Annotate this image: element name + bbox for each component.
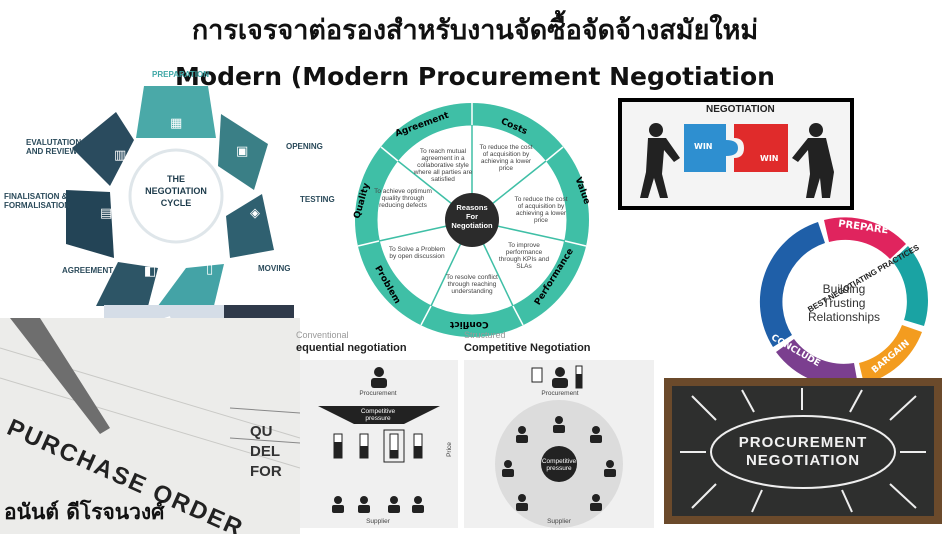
cycle-label-review: AND REVIEW [26, 147, 78, 156]
purchase-order-graphic [0, 318, 300, 534]
cycle-label-finalisation: FINALISATION & [4, 192, 68, 201]
sequential-pressure-2: pressure [365, 415, 391, 422]
cycle-step-testing-shape [226, 194, 274, 258]
cycle-step-agreement-shape [96, 262, 158, 314]
competitive-supplier-label: Supplier [547, 518, 571, 525]
cart-icon: ◈ [250, 206, 260, 221]
page-title-thai: การเจรจาต่อรองสำหรับงานจัดซื้อจัดจ้างสมั… [191, 15, 759, 46]
cycle-center-line2: NEGOTIATION [145, 186, 207, 196]
card-icon: ▤ [100, 206, 113, 221]
cycle-label-opening: OPENING [286, 142, 323, 151]
sequential-price-label: Price [445, 442, 453, 457]
reason-text-costs: To reduce the cost of acquisition by ach… [479, 144, 533, 172]
cycle-center-line3: CYCLE [160, 198, 192, 208]
chalkboard-line2: NEGOTIATION [745, 452, 861, 469]
page-title-english: Modern (Modern Procurement Negotiation [175, 62, 775, 91]
competitive-pre-label: Structured [464, 330, 506, 340]
best-practices-center-1: Building [822, 282, 866, 296]
best-negotiating-practices-diagram: BEST NEGOTIATING PRACTICES Building Trus… [740, 212, 946, 390]
cycle-step-finalisation-shape [66, 190, 114, 258]
cycle-label-testing: TESTING [300, 195, 335, 204]
author-name: อนันต์ ดีโรจนวงศ์ [4, 500, 165, 524]
reason-text-quality: To achieve optimum quality through reduc… [374, 188, 432, 209]
competitive-negotiation-panel: Structured Competitive Negotiation Procu… [464, 330, 654, 530]
cash-icon: ▣ [236, 144, 249, 159]
puzzle-negotiation-image: NEGOTIATION WIN WIN [618, 98, 854, 210]
reasons-wheel-graphic [355, 103, 589, 337]
sequential-pre-label: Conventional [296, 330, 349, 340]
cycle-step-opening-shape [218, 114, 268, 190]
best-practices-ring [759, 217, 928, 387]
reasons-center-line2: For [465, 212, 479, 221]
cycle-label-agreement: AGREEMENT [62, 266, 114, 275]
cycle-center-line1: THE [167, 174, 185, 184]
chalkboard-arrows [680, 388, 926, 513]
cycle-label-evaluation: EVALUTATION [26, 138, 82, 147]
competitive-pressure-2: pressure [546, 465, 572, 472]
competitive-pressure-1: Competitive [541, 458, 577, 465]
cycle-label-preparation: PREPARATION [152, 70, 210, 79]
cycle-step-evaluation-shape [72, 112, 134, 186]
competitive-procurement-label: Procurement [541, 390, 579, 397]
reasons-center-line1: Reasons [456, 203, 488, 212]
sequential-procurement-label: Procurement [359, 390, 397, 397]
bill-icon: ▥ [114, 148, 127, 163]
chalkboard-line1: PROCUREMENT [738, 434, 868, 451]
wallet-icon: ◧ [144, 264, 157, 279]
reason-text-problem: To Solve a Problem by open discussion [388, 246, 446, 260]
reason-text-conflict: To resolve conflict through reaching und… [446, 274, 498, 295]
cycle-step-preparation-shape [136, 86, 216, 138]
reason-text-agreement: To reach mutual agreement in a collabora… [413, 148, 473, 183]
best-practices-center-3: Relationships [807, 310, 881, 324]
po-side-2: DEL [250, 443, 280, 460]
po-side-1: QU [250, 423, 273, 440]
negotiation-cycle-graphic [66, 86, 274, 314]
sequential-negotiation-panel: Conventional equential negotiation Pro [296, 330, 460, 530]
puzzle-win-left: WIN [694, 142, 713, 151]
negotiation-cycle-diagram: THE NEGOTIATION CYCLE PREPARATION OPENIN… [0, 66, 340, 314]
puzzle-win-right: WIN [760, 154, 779, 163]
mobile-payment-icon: ▯ [206, 262, 214, 277]
atm-icon: ▦ [170, 116, 183, 131]
cycle-center-circle [128, 148, 224, 244]
ring-label-conflict: Conflict [450, 319, 489, 329]
purchase-order-photo: PURCHASE ORDER QU DEL FOR [0, 318, 300, 534]
reason-text-performance: To improve performance through KPIs and … [498, 242, 550, 270]
competitive-graphic [495, 365, 623, 528]
sequential-supplier-label: Supplier [366, 518, 390, 525]
po-side-3: FOR [250, 463, 282, 480]
cycle-step-moving-shape [152, 264, 224, 314]
cycle-label-moving: MOVING [258, 264, 291, 273]
puzzle-label: NEGOTIATION [706, 104, 775, 115]
reasons-for-negotiation-diagram: Reasons For Negotiation Agreement Costs … [346, 100, 598, 340]
best-practices-center-2: Trusting [822, 296, 866, 310]
reason-text-value: To reduce the cost of acquisition by ach… [514, 196, 568, 224]
competitive-title: Competitive Negotiation [464, 342, 591, 354]
reasons-center-line3: Negotiation [451, 221, 493, 230]
sequential-pressure-1: Competitive [360, 408, 396, 415]
sequential-title: equential negotiation [296, 342, 407, 354]
chalkboard-image: PROCUREMENT NEGOTIATION [664, 378, 942, 524]
cycle-label-formalisation: FORMALISATION [4, 201, 71, 210]
puzzle-graphic [640, 123, 834, 198]
sequential-graphic [318, 367, 440, 513]
